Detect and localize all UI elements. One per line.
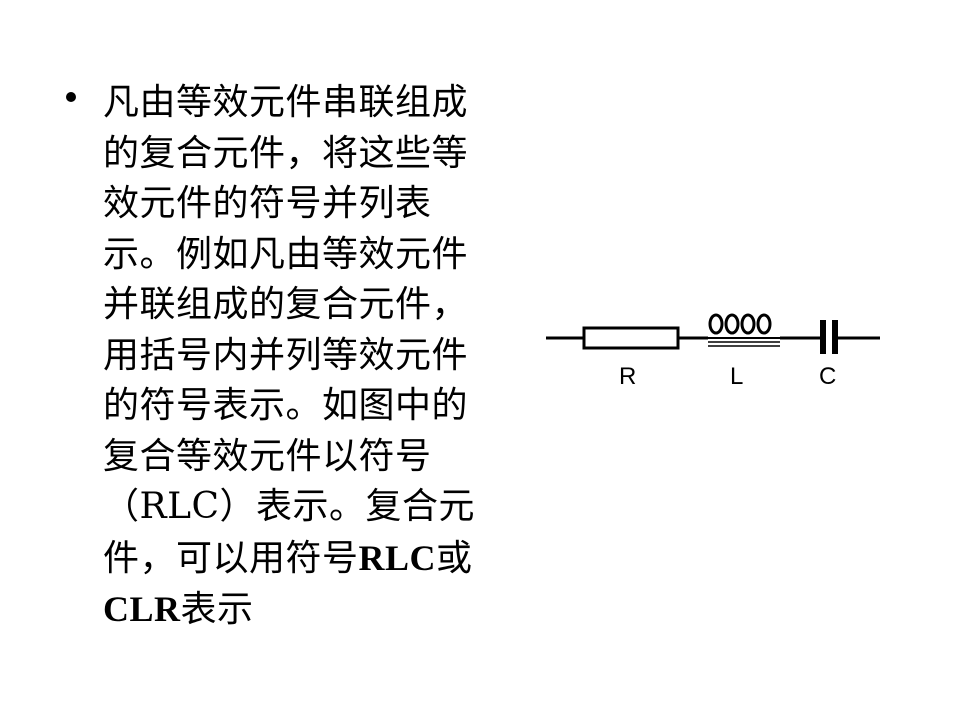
symbol-clr: CLR: [103, 589, 181, 629]
bullet-point: [66, 92, 76, 102]
rlc-series-circuit-diagram: R L C: [546, 313, 880, 390]
label-r: R: [619, 363, 636, 390]
body-text-part1: 凡由等效元件串联组成的复合元件，将这些等效元件的符号并列表示。例如凡由等效元件并…: [103, 82, 476, 579]
label-c: C: [819, 363, 836, 390]
resistor-symbol: [582, 326, 680, 350]
body-text-part2: 表示: [180, 589, 254, 630]
symbol-rlc: RLC: [358, 537, 437, 578]
inductor-symbol: [708, 313, 780, 347]
capacitor-symbol: [820, 320, 838, 354]
label-l: L: [730, 363, 743, 390]
slide-body-text: 凡由等效元件串联组成的复合元件，将这些等效元件的符号并列表示。例如凡由等效元件并…: [103, 78, 503, 636]
connector-word: 或: [436, 537, 473, 579]
